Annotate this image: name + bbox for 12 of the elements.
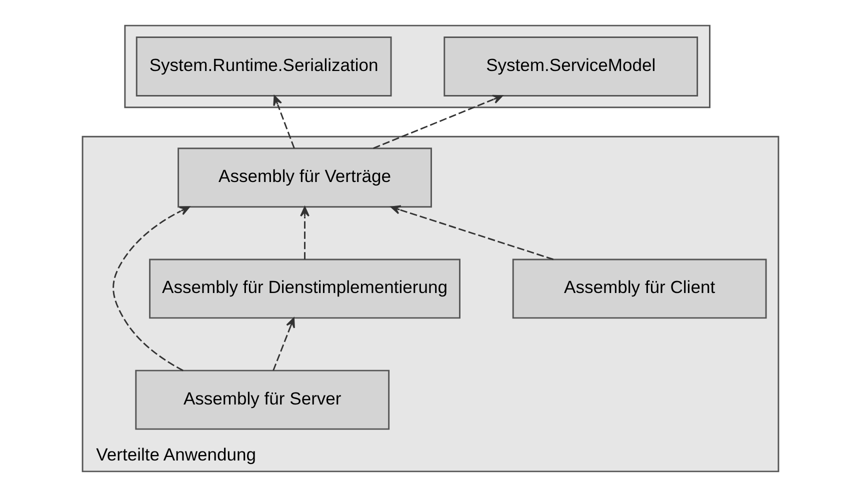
node-box: Assembly für Verträge: [178, 148, 432, 208]
node-box: Assembly für Client: [512, 258, 767, 319]
arrow: [300, 206, 310, 260]
arrow: [112, 206, 190, 372]
node-box: Assembly für Dienstimplementierung: [149, 258, 460, 319]
arrow: [273, 95, 295, 149]
arrow: [373, 94, 503, 149]
node-box: System.ServiceModel: [444, 36, 698, 96]
arrow: [272, 318, 295, 371]
arrow: [390, 205, 554, 260]
node-box: Assembly für Server: [135, 370, 390, 430]
node-box: System.Runtime.Serialization: [136, 36, 392, 96]
